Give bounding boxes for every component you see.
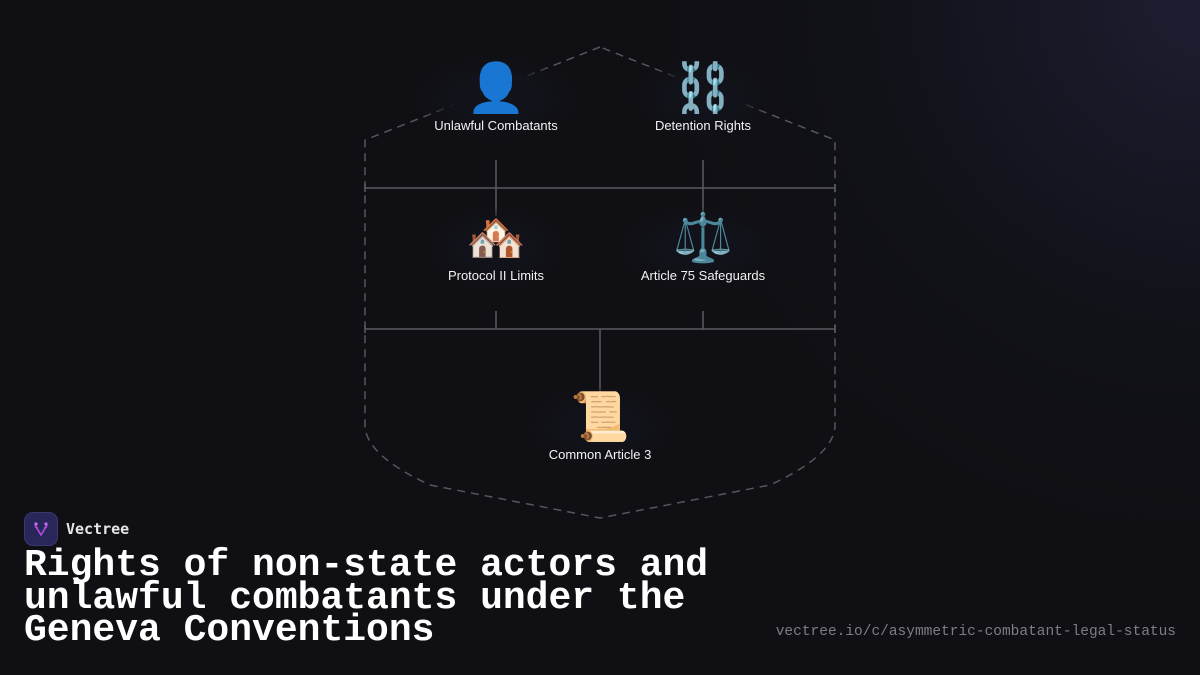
page-url[interactable]: vectree.io/c/asymmetric-combatant-legal-… xyxy=(775,624,1176,640)
chains-icon: ⛓️ xyxy=(673,62,733,115)
houses-icon: 🏘️ xyxy=(466,212,526,265)
node-label: Article 75 Safeguards xyxy=(640,268,766,283)
brand-name: Vectree xyxy=(66,520,130,538)
scroll-icon: 📜 xyxy=(570,391,630,444)
node-common-article-3[interactable]: 📜 Common Article 3 xyxy=(532,387,668,466)
shield-boundary xyxy=(364,46,836,519)
page-title: Rights of non-state actors and unlawful … xyxy=(24,544,709,652)
node-label: Protocol II Limits xyxy=(447,268,545,283)
node-detention-rights[interactable]: ⛓️ Detention Rights xyxy=(638,58,768,137)
node-protocol-ii-limits[interactable]: 🏘️ Protocol II Limits xyxy=(431,208,561,287)
node-unlawful-combatants[interactable]: 👤 Unlawful Combatants xyxy=(418,58,574,137)
vectree-logo-icon xyxy=(24,512,58,546)
node-label: Unlawful Combatants xyxy=(434,118,558,133)
node-label: Detention Rights xyxy=(654,118,752,133)
node-label: Common Article 3 xyxy=(548,447,652,462)
node-article-75-safeguards[interactable]: ⚖️ Article 75 Safeguards xyxy=(624,208,782,287)
brand: Vectree xyxy=(24,512,129,546)
balance-scale-icon: ⚖️ xyxy=(673,212,733,265)
person-silhouette-icon: 👤 xyxy=(466,62,526,115)
